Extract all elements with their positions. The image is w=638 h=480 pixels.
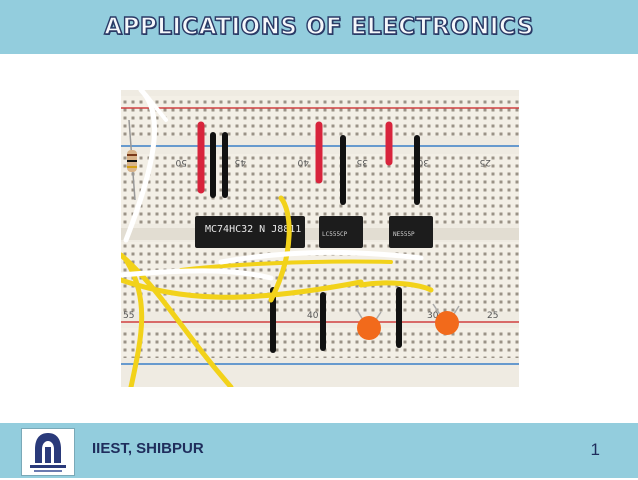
resistor xyxy=(127,119,137,201)
chip-label: MC74HC32 N J8811 xyxy=(205,224,301,235)
slide-header: APPLICATIONS OF ELECTRONICS xyxy=(0,0,638,54)
column-number: 25 xyxy=(487,311,498,321)
column-number: 30 xyxy=(427,311,439,321)
breadboard-image: 50 45 40 35 30 25 55 40 30 25 M xyxy=(118,87,519,390)
ic-lc555cp: LC555CP xyxy=(319,216,363,248)
institute-logo-icon xyxy=(30,433,66,472)
ceramic-capacitors xyxy=(356,303,460,340)
column-number: 35 xyxy=(357,157,368,167)
column-number: 50 xyxy=(175,157,187,167)
column-number: 45 xyxy=(235,157,246,167)
column-number: 25 xyxy=(480,157,491,167)
breadboard-photo: 50 45 40 35 30 25 55 40 30 25 M xyxy=(118,87,519,390)
ic-mc74hc32: MC74HC32 N J8811 xyxy=(195,216,305,248)
column-number: 40 xyxy=(307,311,319,321)
institute-logo xyxy=(21,428,75,476)
column-number: 40 xyxy=(297,157,309,167)
ic-ne555p: NE555P xyxy=(389,216,433,248)
page-number: 1 xyxy=(590,440,600,459)
column-number: 30 xyxy=(417,157,429,167)
chip-label: LC555CP xyxy=(322,231,348,238)
slide-title: APPLICATIONS OF ELECTRONICS xyxy=(103,13,534,40)
column-number: 55 xyxy=(123,311,134,321)
chip-label: NE555P xyxy=(393,231,415,238)
footer-institute-name: IIEST, SHIBPUR xyxy=(92,440,204,457)
slide-footer: IIEST, SHIBPUR 1 xyxy=(0,423,638,478)
